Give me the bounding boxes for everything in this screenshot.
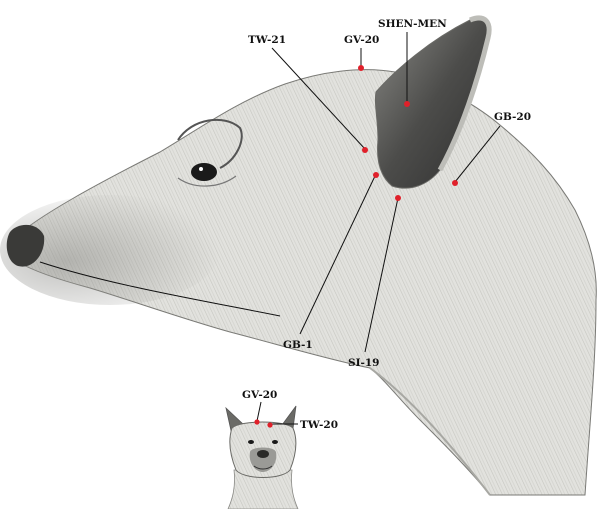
label-gv20: GV-20 <box>344 34 379 46</box>
front-eye-right <box>272 440 278 444</box>
point-inset-gv20 <box>254 419 259 424</box>
point-tw21 <box>362 147 368 153</box>
dog-head-profile <box>0 18 596 495</box>
point-shenmen <box>404 101 410 107</box>
front-nose <box>257 450 269 458</box>
eye <box>191 163 217 181</box>
label-gb1: GB-1 <box>283 339 313 351</box>
point-gv20 <box>358 65 364 71</box>
label-inset-tw20: TW-20 <box>300 419 338 431</box>
point-gb20 <box>452 180 458 186</box>
label-shenmen: SHEN-MEN <box>378 18 447 30</box>
label-inset-gv20: GV-20 <box>242 389 277 401</box>
point-gb1 <box>373 172 379 178</box>
eye-highlight <box>199 167 203 171</box>
point-inset-tw20 <box>267 422 272 427</box>
label-gb20: GB-20 <box>494 111 531 123</box>
point-si19 <box>395 195 401 201</box>
label-si19: SI-19 <box>348 357 379 369</box>
dog-head-front <box>226 406 298 509</box>
front-eye-left <box>248 440 254 444</box>
leader-inset-gv20 <box>257 402 261 421</box>
label-tw21: TW-21 <box>248 34 286 46</box>
